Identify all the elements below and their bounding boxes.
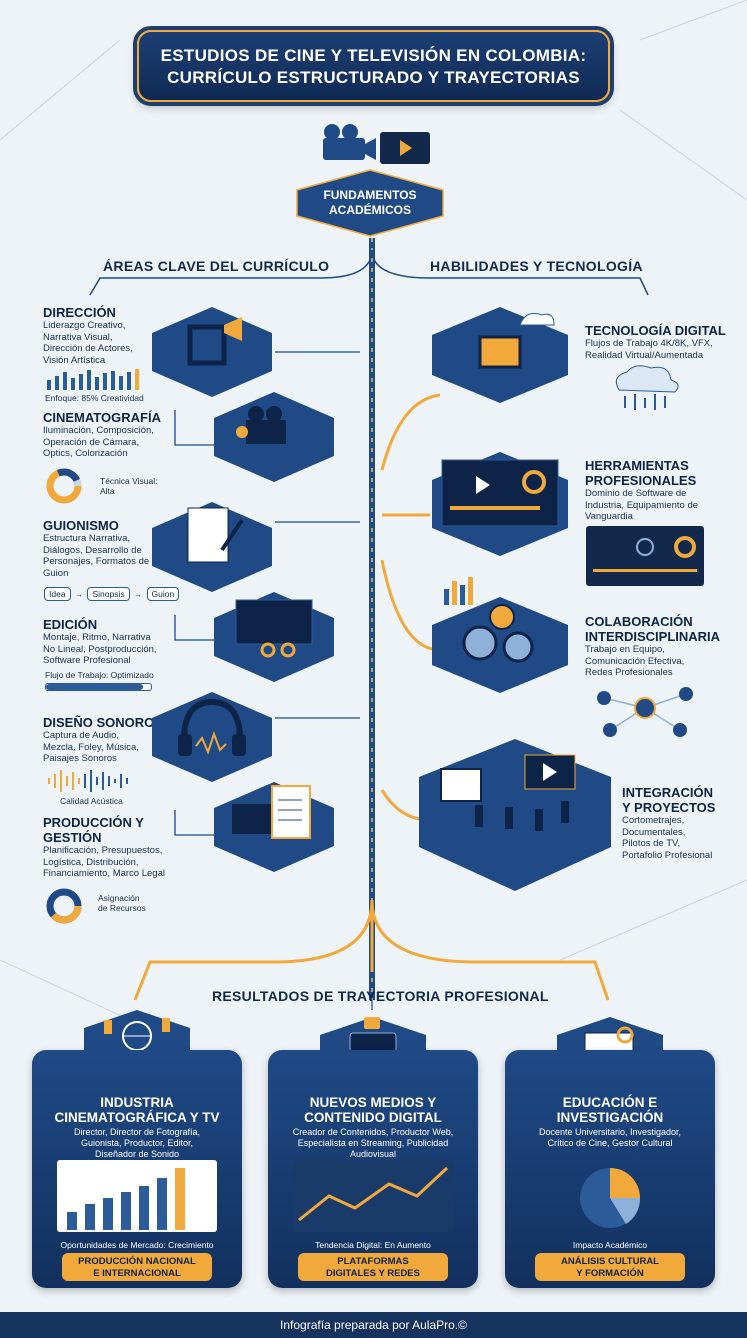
visual-donut-icon (46, 468, 82, 504)
skill-herramientas: HERRAMIENTAS PROFESIONALES Dominio de So… (585, 458, 699, 522)
right-section-heading: HABILIDADES Y TECNOLOGÍA (430, 258, 643, 274)
creativity-bar-icon (47, 369, 139, 390)
clapperboard-checklist-icon (214, 782, 334, 872)
camera-monitor-icon (323, 124, 430, 164)
center-node-label: FUNDAMENTOS ACADÉMICOS (323, 188, 417, 217)
skill-colaboracion: COLABORACIÓN INTERDISCIPLINARIA Trabajo … (585, 614, 721, 678)
gears-icon (432, 597, 568, 693)
left-section-heading: ÁREAS CLAVE DEL CURRÍCULO (103, 258, 330, 274)
area-desc: Liderazgo Creativo,Narrativa Visual,Dire… (43, 320, 133, 366)
film-set-icon (419, 739, 611, 891)
skill-integracion: INTEGRACIÓN Y PROYECTOS Cortometrajes,Do… (622, 785, 716, 861)
results-heading: RESULTADOS DE TRAYECTORIA PROFESIONAL (212, 988, 549, 1004)
director-chair-icon (152, 307, 272, 397)
area-guionismo: GUIONISMO Estructura Narrativa,Diálogos,… (43, 518, 150, 579)
area-caption: Enfoque: 85% Creatividad (45, 393, 144, 403)
area-caption: Técnica Visual:Alta (100, 476, 158, 496)
bar-chart-icon (444, 577, 473, 605)
impact-pie-chart (580, 1168, 641, 1228)
headphones-icon (152, 692, 272, 782)
workflow-progress (45, 683, 152, 691)
area-caption: Calidad Acústica (60, 796, 123, 806)
footer: Infografía preparada por AulaPro.© (0, 1312, 747, 1338)
title-banner: ESTUDIOS DE CINE Y TELEVISIÓN EN COLOMBI… (137, 30, 610, 102)
area-diseno-sonoro: DISEÑO SONORO Captura de Audio,Mezcla, F… (43, 715, 155, 764)
chip-cloud-icon (432, 307, 568, 403)
software-monitor-icon (432, 452, 568, 556)
audio-wave-icon (48, 770, 128, 792)
area-produccion: PRODUCCIÓN Y GESTIÓN Planificación, Pres… (43, 815, 165, 879)
editing-screen-icon (586, 526, 704, 586)
cloud-data-icon (615, 365, 679, 410)
film-camera-icon (214, 392, 334, 482)
script-flow: Idea → Sinopsis → Guion (44, 584, 180, 602)
center-node (296, 169, 444, 237)
area-cinematografia: CINEMATOGRAFÍA Iluminación, Composición,… (43, 410, 161, 459)
skill-tecnologia-digital: TECNOLOGÍA DIGITAL Flujos de Trabajo 4K/… (585, 323, 726, 361)
growth-bar-chart (57, 1160, 217, 1232)
title-line-1: ESTUDIOS DE CINE Y TELEVISIÓN EN COLOMBI… (160, 46, 587, 65)
network-people-icon (597, 687, 693, 737)
trend-line-chart (293, 1160, 453, 1232)
area-caption: Flujo de Trabajo: Optimizado (45, 670, 154, 680)
area-direccion: DIRECCIÓN Liderazgo Creativo,Narrativa V… (43, 305, 163, 366)
title-line-2: CURRÍCULO ESTRUCTURADO Y TRAYECTORIAS (167, 68, 580, 87)
editing-scissors-icon (214, 592, 334, 682)
script-icon (152, 502, 272, 592)
resources-donut-icon (46, 888, 82, 924)
